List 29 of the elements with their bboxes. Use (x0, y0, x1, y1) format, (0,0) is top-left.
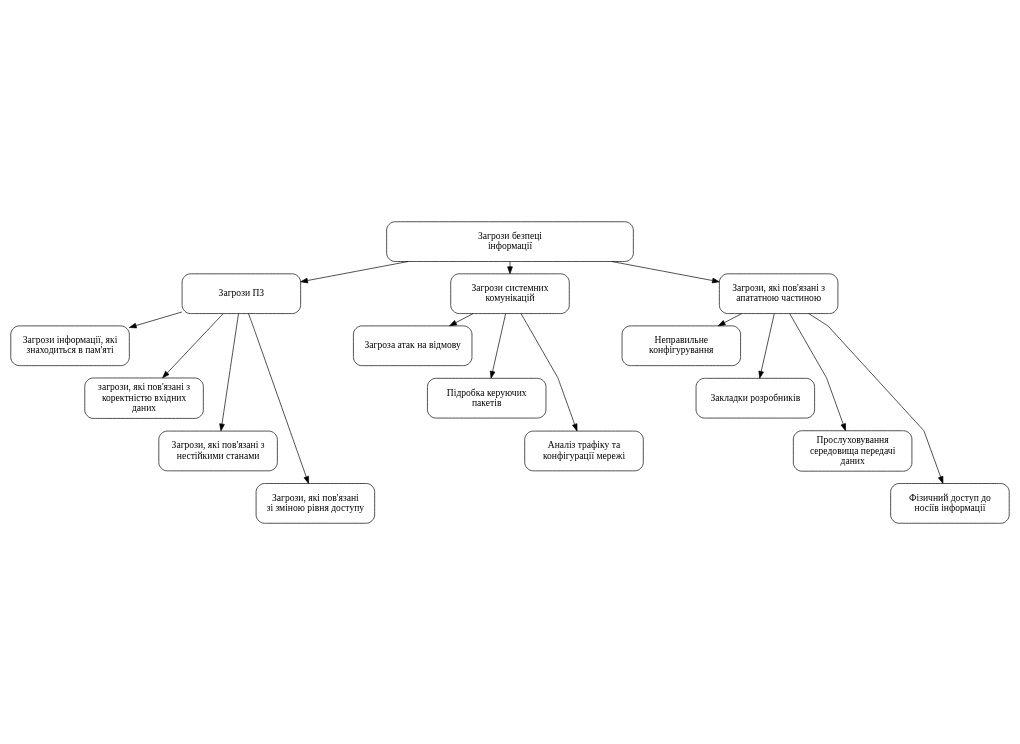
node-box: Загрози безпеці інформації (386, 220, 634, 262)
node-box: Неправильне конфігурування (621, 325, 741, 366)
arrow (808, 312, 944, 484)
arrow (248, 312, 309, 484)
node-box: Прослуховування середовища передачі даних (793, 429, 913, 472)
node-box: Загрози, які пов'язані з апататною частиною (719, 272, 839, 314)
arrow (449, 312, 474, 326)
arrow (219, 312, 239, 431)
arrow (129, 311, 183, 328)
node-box: Загрози, які пов'язані зі зміною рівня доступу (255, 482, 375, 524)
arrow (300, 260, 409, 283)
arrow (611, 260, 720, 283)
node-box: Загрози, які пов'язані з нестійкими станами (158, 430, 278, 471)
arrow (789, 312, 846, 431)
node-box: Фізичний доступ до носіїв інформації (890, 482, 1010, 524)
node-box: Загрози системних комунікацій (450, 272, 570, 314)
arrow (489, 312, 506, 379)
node-box: Загроза атак на відмову (353, 325, 473, 366)
node-box: Загрози інформації, які знаходиться в пам'яті (10, 325, 130, 366)
node-box: загрози, які пов'язані з коректністю вхідних даних (84, 377, 204, 419)
arrow (717, 312, 742, 326)
arrow (758, 312, 775, 379)
node-box: Закладки розробників (695, 377, 815, 418)
arrow (162, 312, 224, 378)
arrow (507, 260, 513, 274)
node-box: Підробка керуючих пакетів (427, 377, 547, 418)
node-box: Загрози ПЗ (181, 272, 301, 314)
node-box: Аналіз трафіку та конфігурації мережі (524, 430, 644, 471)
arrow (520, 312, 578, 431)
